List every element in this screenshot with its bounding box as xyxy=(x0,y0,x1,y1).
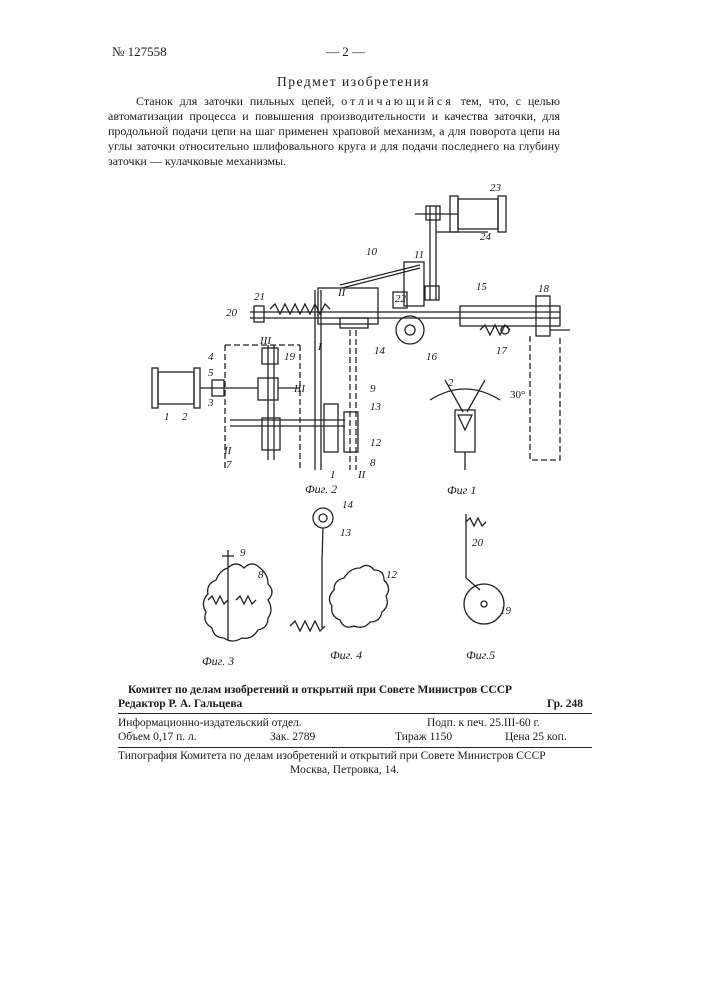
svg-text:16: 16 xyxy=(426,351,438,363)
svg-text:2: 2 xyxy=(182,411,188,423)
fig5-cam xyxy=(464,514,504,624)
svg-text:II: II xyxy=(223,445,233,457)
footer-rule-2 xyxy=(118,747,592,748)
fig4-caption: Фиг. 4 xyxy=(330,648,362,662)
footer-rule-1 xyxy=(118,713,592,714)
footer-address: Москва, Петровка, 14. xyxy=(290,764,399,776)
svg-text:19: 19 xyxy=(500,605,512,617)
fig1-caption: Фиг 1 xyxy=(447,483,476,497)
svg-text:13: 13 xyxy=(340,527,352,539)
svg-text:II: II xyxy=(337,287,347,299)
footer-order: Зак. 2789 xyxy=(270,731,315,743)
svg-text:22: 22 xyxy=(395,293,407,305)
svg-text:III: III xyxy=(259,335,272,347)
footer-group: Гр. 248 xyxy=(547,698,583,710)
svg-text:5: 5 xyxy=(208,367,214,379)
svg-text:19: 19 xyxy=(284,351,296,363)
footer-committee: Комитет по делам изобретений и открытий … xyxy=(128,684,598,696)
svg-text:21: 21 xyxy=(254,291,265,303)
motor-23 xyxy=(458,199,498,229)
svg-text:11: 11 xyxy=(414,249,424,261)
svg-text:20: 20 xyxy=(472,537,484,549)
footer-editor: Редактор Р. А. Гальцева xyxy=(118,698,242,710)
svg-text:9: 9 xyxy=(370,383,376,395)
svg-text:10: 10 xyxy=(366,246,378,258)
fig5-caption: Фиг.5 xyxy=(466,648,495,662)
svg-text:24: 24 xyxy=(480,231,492,243)
svg-text:1: 1 xyxy=(330,469,336,481)
svg-text:4: 4 xyxy=(208,351,214,363)
svg-text:3: 3 xyxy=(207,397,214,409)
svg-text:30°: 30° xyxy=(510,389,525,401)
svg-text:1: 1 xyxy=(164,411,170,423)
svg-text:9: 9 xyxy=(240,547,246,559)
svg-text:18: 18 xyxy=(538,283,550,295)
svg-text:15: 15 xyxy=(476,281,488,293)
footer-dept: Информационно-издательский отдел. xyxy=(118,717,302,729)
svg-text:II: II xyxy=(357,469,367,481)
svg-text:III: III xyxy=(293,383,306,395)
svg-text:2: 2 xyxy=(448,377,454,389)
svg-text:23: 23 xyxy=(490,182,502,194)
svg-text:12: 12 xyxy=(386,569,398,581)
svg-text:13: 13 xyxy=(370,401,382,413)
svg-text:8: 8 xyxy=(258,569,264,581)
footer-volume: Объем 0,17 п. л. xyxy=(118,731,197,743)
fig2-caption: Фиг. 2 xyxy=(305,482,337,496)
svg-text:14: 14 xyxy=(342,499,354,511)
svg-text:14: 14 xyxy=(374,345,386,357)
svg-text:17: 17 xyxy=(496,345,508,357)
patent-drawings: 23 24 10 11 21 20 II 22 15 18 17 16 I 14… xyxy=(0,0,707,680)
fig3-cam xyxy=(203,550,272,641)
footer-signed: Подп. к печ. 25.III-60 г. xyxy=(427,717,540,729)
footer-print-run: Тираж 1150 xyxy=(395,731,452,743)
svg-text:8: 8 xyxy=(370,457,376,469)
fig3-caption: Фиг. 3 xyxy=(202,654,234,668)
svg-text:12: 12 xyxy=(370,437,382,449)
svg-text:7: 7 xyxy=(226,459,232,471)
svg-text:20: 20 xyxy=(226,307,238,319)
footer-price: Цена 25 коп. xyxy=(505,731,567,743)
svg-text:I: I xyxy=(317,341,323,353)
fig1-drawing xyxy=(430,380,500,470)
footer-typography: Типография Комитета по делам изобретений… xyxy=(118,750,546,762)
